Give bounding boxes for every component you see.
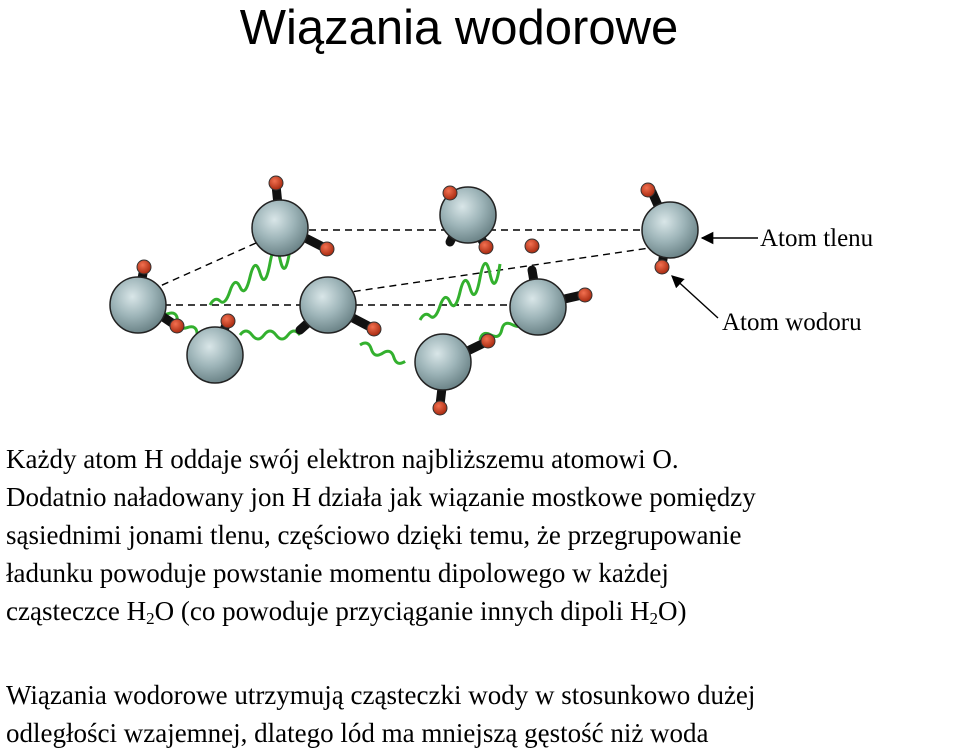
text-line: Każdy atom H oddaje swój elektron najbli… (6, 444, 679, 474)
hydrogen-atom (442, 185, 458, 201)
page-title: Wiązania wodorowe (239, 1, 679, 55)
text-line: Wiązania wodorowe utrzymują cząsteczki w… (6, 680, 756, 710)
oxygen-atom-label: Atom tlenu (760, 225, 874, 252)
text-line: cząsteczce H2O (co powoduje przyciąganie… (6, 596, 687, 628)
text-line: ładunku powoduje powstanie momentu dipol… (6, 558, 669, 588)
hydrogen-atom (654, 259, 670, 275)
hydrogen-atom (577, 287, 593, 303)
hydrogen-atom (366, 321, 382, 337)
hydrogen-atom (480, 333, 496, 349)
hydrogen-atom (524, 238, 540, 254)
label-arrows (671, 231, 758, 319)
hydrogen-atom (136, 259, 152, 275)
conclusion-paragraph: Wiązania wodorowe utrzymują cząsteczki w… (6, 676, 956, 752)
oxygen-atom (439, 186, 497, 244)
explanation-paragraph: Każdy atom H oddaje swój elektron najbli… (6, 440, 956, 630)
hydrogen-atom (640, 182, 656, 198)
oxygen-atom (509, 278, 567, 336)
hydrogen-atom (319, 241, 335, 257)
oxygen-atom (414, 333, 472, 391)
oxygen-atoms (109, 186, 699, 391)
hydrogen-atom (220, 313, 236, 329)
hydrogen-bond-diagram (109, 175, 758, 416)
hydrogen-atom-label: Atom wodoru (722, 309, 862, 336)
text-line: Dodatnio naładowany jon H działa jak wią… (6, 482, 756, 512)
hydrogen-atom (478, 239, 494, 255)
hydrogen-atom (432, 400, 448, 416)
text-line: sąsiednimi jonami tlenu, częściowo dzięk… (6, 520, 742, 550)
hydrogen-atom (268, 175, 284, 191)
text-line: odległości wzajemnej, dlatego lód ma mni… (6, 718, 709, 748)
oxygen-atom (641, 201, 699, 259)
hydrogen-atom (169, 318, 185, 334)
hydrogen-atoms (136, 175, 670, 416)
oxygen-atom (251, 199, 309, 257)
oxygen-atom (299, 276, 357, 334)
oxygen-atom (109, 276, 167, 334)
oxygen-atom (186, 326, 244, 384)
